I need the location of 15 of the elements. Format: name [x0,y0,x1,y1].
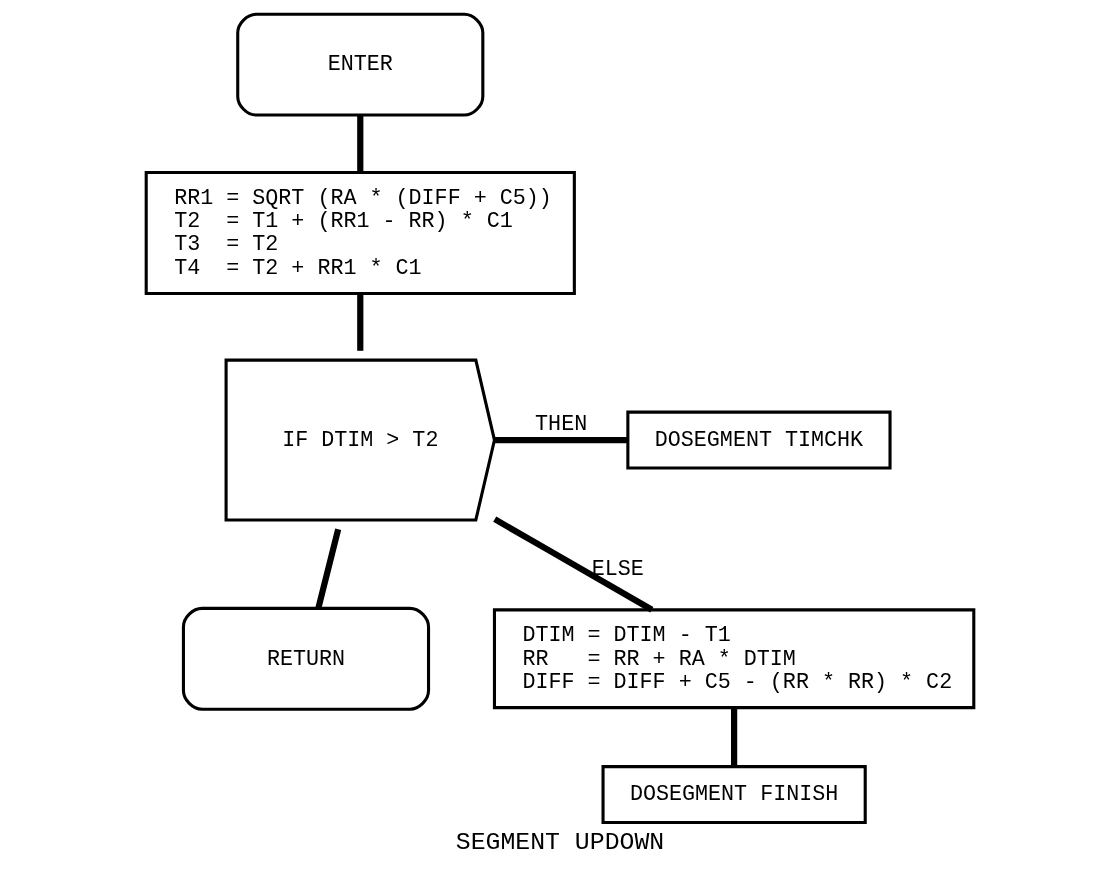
connector [492,516,653,613]
connector [356,293,363,351]
node-box: DOSEGMENT FINISH [601,765,867,824]
node-box: RETURN [181,606,430,711]
connector [356,115,363,173]
node-box: RR1 = SQRT (RA * (DIFF + C5)) T2 = T1 + (RR1 - RR) * C1 T3 = T2 T4 = T2 + RR1 * C1 [144,170,576,295]
edge-label: THEN [534,411,587,437]
edge-label: ELSE [591,556,644,582]
node-box: DOSEGMENT TIMCHK [625,410,892,470]
connector [494,436,628,444]
connector [314,528,341,609]
caption: SEGMENT UPDOWN [455,827,664,856]
node-box: ENTER [235,12,484,117]
connector [730,708,737,767]
node-box: DTIM = DTIM - T1 RR = RR + RA * DTIM DIFF = DIFF + C5 - (RR * RR) * C2 [492,608,975,710]
